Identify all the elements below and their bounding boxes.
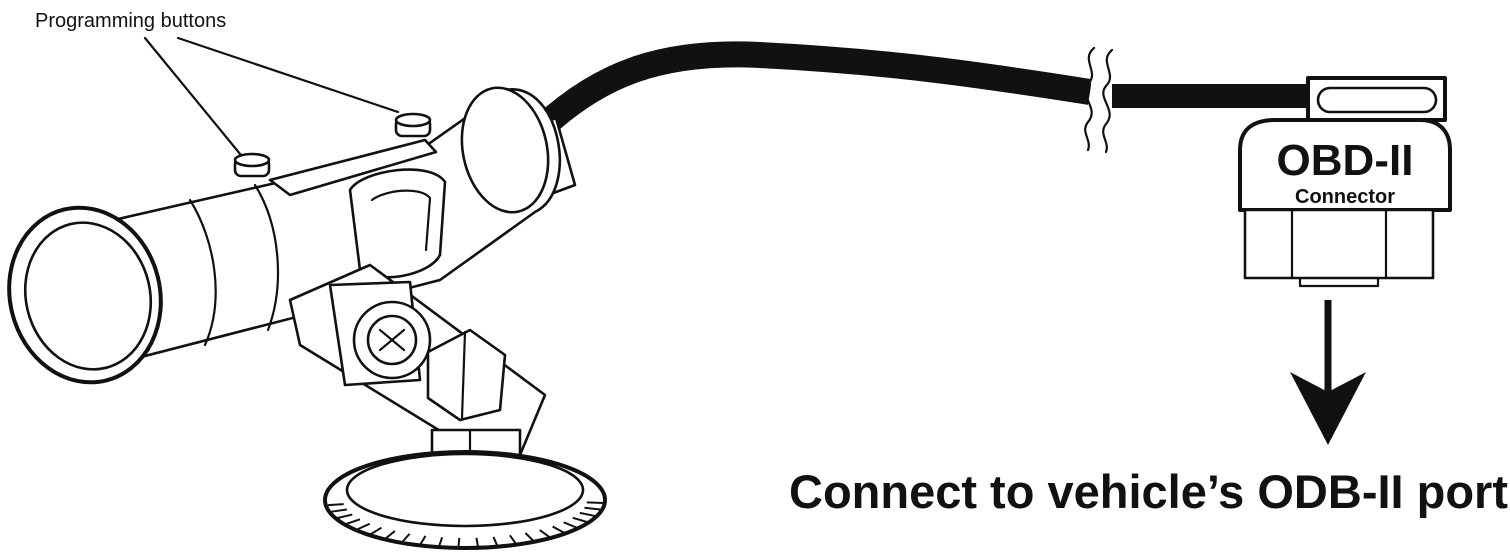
base-rib [509,534,517,545]
base-rib [370,526,382,536]
base-rib [563,521,578,529]
cable-break-icon [1084,46,1114,154]
base-rib [337,513,353,519]
base-ribs [327,501,603,548]
base-rib [584,506,601,511]
programming-button-rear [394,112,432,138]
arrow-down-icon [1290,300,1366,445]
base-rib [331,508,347,513]
base-rib [539,529,551,538]
base-rib [385,530,396,540]
connect-instruction: Connect to vehicle’s ODB-II port [789,465,1508,518]
programming-button-front [233,152,271,178]
base-rib [572,516,588,523]
suction-base [323,450,607,550]
connector-subtitle: Connector [1295,186,1395,208]
base-rib [552,525,565,534]
base-rib [401,533,411,543]
base-rib [524,532,535,542]
base-rib [475,537,479,547]
base-rib [586,501,603,504]
gauge-pod-device [7,86,577,385]
base-rib [579,511,596,517]
programming-buttons-label: Programming buttons [35,10,226,32]
base-rib [438,537,444,547]
base-rib [327,503,344,507]
base-rib [356,522,371,531]
base-rib [492,536,499,547]
swivel-mount [288,263,607,550]
callout-leader-lines [143,36,400,162]
connector-title: OBD-II [1277,136,1414,185]
base-rib [345,518,361,525]
base-rib [419,535,427,545]
base-rib [457,537,461,548]
cable [536,41,1308,154]
obd-connector: OBD-II Connector [1238,76,1452,288]
